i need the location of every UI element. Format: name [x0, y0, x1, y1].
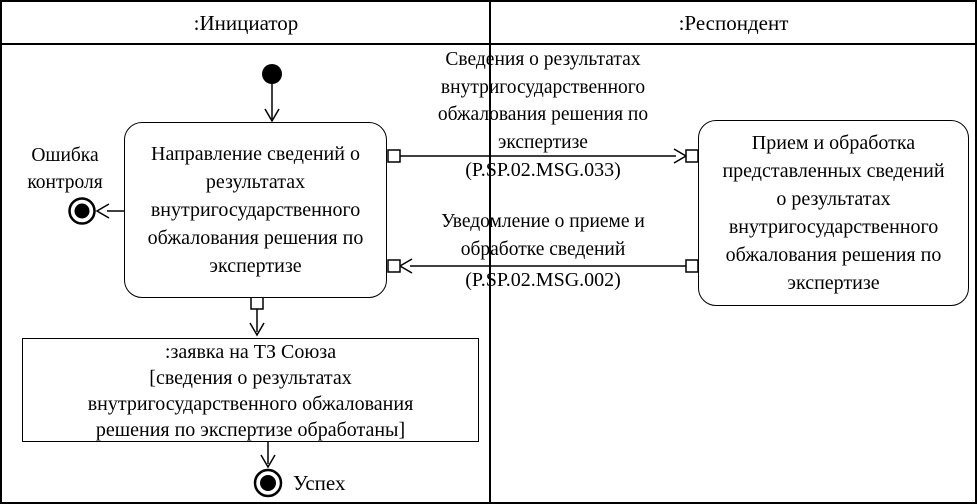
pin-request-in-icon — [685, 149, 699, 163]
error-flow-arrow — [95, 203, 124, 219]
object-node-name: :заявка на ТЗ Союза — [164, 341, 337, 363]
message-response-label: Уведомление о приеме и обработке сведени… — [441, 211, 645, 260]
success-final-node-label: Успех — [293, 471, 346, 495]
message-request-code: (P.SP.02.MSG.033) — [465, 159, 621, 181]
success-final-node-icon — [253, 468, 283, 498]
swimlane-header-initiator: :Инициатор — [193, 10, 299, 35]
message-response-code: (P.SP.02.MSG.002) — [465, 269, 621, 291]
object-node-application: :заявка на ТЗ Союза [сведения о результа… — [22, 338, 479, 442]
error-final-node-icon — [68, 197, 96, 225]
pin-request-out-icon — [387, 149, 401, 163]
action-initiator-send-info: Направление сведений о результатах внутр… — [124, 122, 387, 298]
pin-response-out-icon — [685, 259, 699, 273]
initial-node-icon — [262, 64, 282, 123]
error-final-node-label: Ошибка контроля — [27, 145, 103, 193]
object-node-state: [сведения о результатах внутригосударств… — [87, 367, 414, 441]
message-request-label: Сведения о результатах внутригосударстве… — [437, 49, 649, 153]
pin-response-in-icon — [387, 259, 401, 273]
pin-object-out-icon — [250, 296, 264, 310]
object-flow-arrow — [249, 309, 265, 337]
action-respondent-receive-process: Прием и обработка представленных сведени… — [698, 120, 969, 306]
success-flow-arrow — [260, 442, 276, 469]
swimlane-header-respondent: :Респондент — [678, 10, 789, 35]
